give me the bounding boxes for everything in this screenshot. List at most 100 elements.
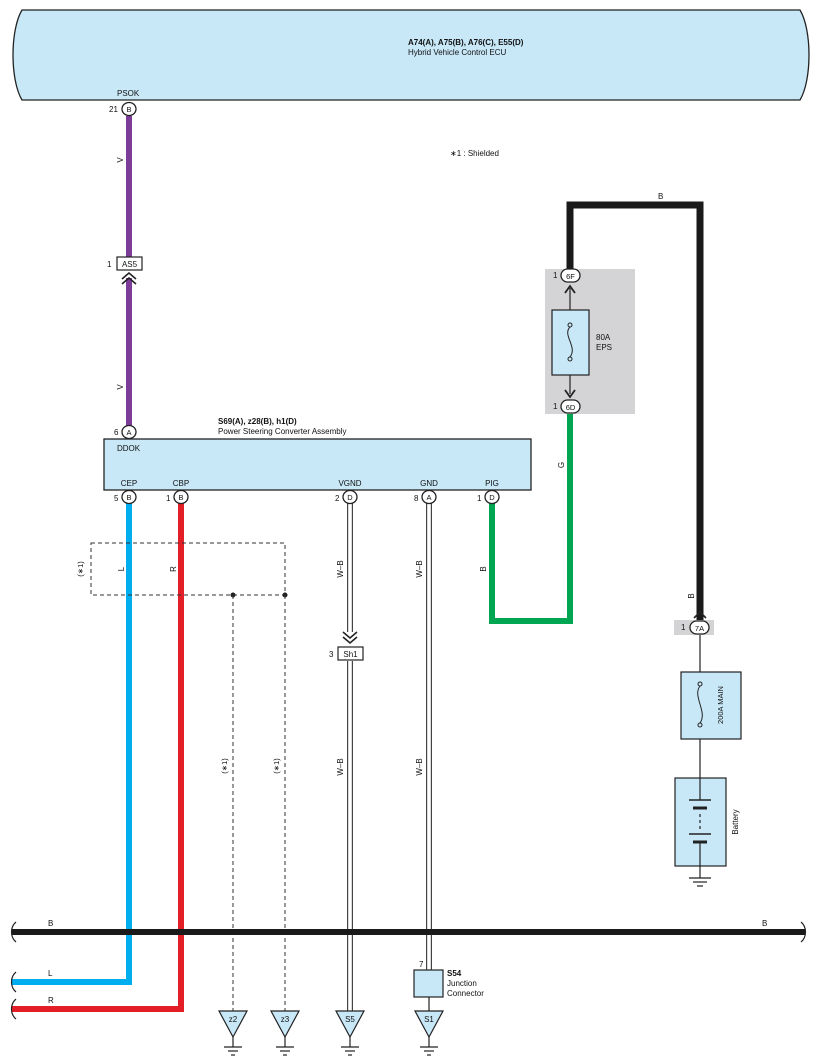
psca-box [103, 438, 532, 491]
wire-pig-green [489, 412, 573, 624]
svg-text:B: B [126, 105, 131, 114]
ecu-code: A74(A), A75(B), A76(C), E55(D) [408, 38, 524, 47]
vgnd-connector: D [342, 489, 358, 505]
svg-text:S5: S5 [345, 1015, 355, 1024]
sh1-box [337, 646, 364, 661]
fuse-eps-icon [567, 322, 573, 362]
fuse-eps-name: EPS [596, 343, 612, 352]
s54-box [413, 969, 444, 998]
svg-text:A: A [126, 428, 131, 437]
cep-pin: 5 [114, 494, 119, 503]
pig-pin: 1 [477, 494, 482, 503]
shield-box [90, 542, 286, 596]
wire-l-blue [12, 503, 132, 985]
s54-line2: Connector [447, 989, 484, 998]
fuse-main-label: 200A MAIN [716, 686, 725, 724]
conn-6f-pin: 1 [553, 271, 558, 280]
svg-text:A: A [426, 493, 431, 502]
wire-r-label: R [169, 566, 178, 572]
psca-code: S69(A), z28(B), h1(D) [218, 417, 297, 426]
svg-text:B: B [126, 493, 131, 502]
bus-b-label-right: B [762, 919, 767, 928]
break-mark-right [800, 921, 807, 943]
bus-l-label: L [48, 969, 53, 978]
as5-box [116, 256, 143, 271]
cep-connector: B [121, 489, 137, 505]
cbp-pin: 1 [166, 494, 171, 503]
s54-pin: 7 [419, 960, 424, 969]
fuse-main-icon [697, 681, 703, 728]
wire-v-label-lower: V [116, 384, 125, 390]
ddok-pin: 6 [114, 428, 119, 437]
svg-text:z2: z2 [229, 1015, 238, 1024]
svg-text:6D: 6D [566, 403, 576, 412]
break-marks-left [10, 921, 17, 1020]
wire-vgnd-label: W–B [336, 560, 345, 577]
shield-tag-main: (∗1) [76, 561, 85, 577]
conn-6f-arrow [564, 284, 576, 294]
wire-r-red [12, 503, 184, 1012]
psca-name: Power Steering Converter Assembly [218, 427, 347, 436]
shield-tag-z3: (∗1) [272, 758, 281, 774]
as5-chevron [121, 271, 137, 285]
svg-text:D: D [347, 493, 353, 502]
shield-tag-z2: (∗1) [220, 758, 229, 774]
s54-line1: Junction [447, 979, 477, 988]
svg-text:S1: S1 [424, 1015, 434, 1024]
battery-label: Battery [731, 809, 740, 834]
ddok-label: DDOK [117, 444, 141, 453]
bus-r-label: R [48, 996, 54, 1005]
wire-g-label: G [557, 462, 566, 468]
sh1-name: Sh1 [343, 650, 358, 659]
psok-label: PSOK [117, 89, 140, 98]
svg-text:7A: 7A [695, 624, 704, 633]
conn-6d: 6D [560, 399, 581, 414]
ddok-connector: A [121, 424, 137, 440]
cep-label: CEP [121, 479, 137, 488]
conn-6d-pin: 1 [553, 402, 558, 411]
as5-name: AS5 [122, 260, 138, 269]
vgnd-label: VGND [338, 479, 361, 488]
conn-7a: 7A [689, 620, 710, 635]
psok-pin: 21 [109, 105, 118, 114]
gnd-connector: A [421, 489, 437, 505]
ecu-name: Hybrid Vehicle Control ECU [408, 48, 506, 57]
svg-text:6F: 6F [566, 272, 575, 281]
s54-code: S54 [447, 969, 462, 978]
svg-text:D: D [489, 493, 495, 502]
wire-b-top [566, 201, 704, 620]
pig-connector: D [484, 489, 500, 505]
bus-b-label-left: B [48, 919, 53, 928]
conn-6f: 6F [560, 268, 581, 283]
sh1-pin: 3 [329, 650, 334, 659]
cbp-label: CBP [173, 479, 189, 488]
shield-note: ∗1 : Shielded [450, 149, 499, 158]
battery-ground-icon [689, 866, 711, 887]
ground-s1: S1 [413, 1010, 445, 1056]
battery-icon [689, 778, 711, 866]
ground-z2: z2 [217, 1010, 249, 1056]
wire-l-label: L [117, 566, 126, 571]
sh1-chevron [342, 631, 358, 645]
conn-6d-arrow [564, 389, 576, 399]
ecu-box [12, 9, 810, 101]
psok-connector: B [121, 101, 137, 117]
ground-s5: S5 [334, 1010, 366, 1056]
svg-text:B: B [178, 493, 183, 502]
svg-text:z3: z3 [281, 1015, 290, 1024]
wire-b-top-label: B [658, 192, 663, 201]
wire-pig-label: B [479, 566, 488, 571]
gnd-pin: 8 [414, 494, 419, 503]
gnd-label: GND [420, 479, 438, 488]
conn-7a-chevron [693, 610, 707, 619]
fuse-eps-rating: 80A [596, 333, 611, 342]
ground-z3: z3 [269, 1010, 301, 1056]
pig-label: PIG [485, 479, 499, 488]
fuse-main-box [680, 671, 742, 740]
cbp-connector: B [173, 489, 189, 505]
wire-b-right-label: B [687, 593, 696, 598]
vgnd-pin: 2 [335, 494, 340, 503]
wire-gnd-label-upper: W–B [415, 560, 424, 577]
wire-v-label-upper: V [116, 157, 125, 163]
